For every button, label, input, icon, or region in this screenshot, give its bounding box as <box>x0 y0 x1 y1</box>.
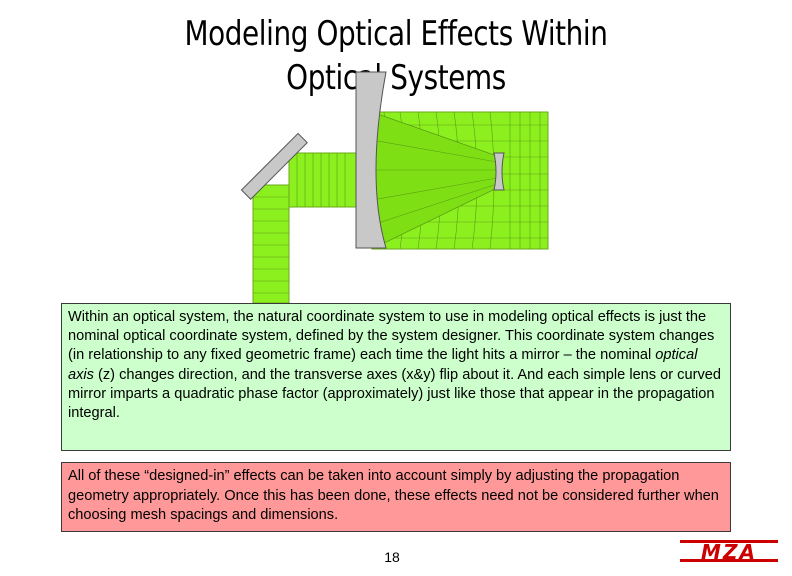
explanation-text-start: Within an optical system, the natural co… <box>68 309 715 364</box>
mza-logo-text: MZA <box>701 540 757 564</box>
explanation-box: Within an optical system, the natural co… <box>61 303 731 451</box>
summary-box: All of these “designed-in” effects can b… <box>61 462 731 532</box>
beam-converging-lines <box>371 139 498 226</box>
optical-axis-term: optical axis <box>68 347 698 383</box>
slide-title: Modeling Optical Effects Within Optical … <box>184 14 608 98</box>
beam-vertical-gridlines <box>253 196 289 294</box>
fold-mirror <box>240 132 308 200</box>
small-lens <box>493 152 505 191</box>
explanation-text-end: (z) changes direction, and the transvers… <box>68 366 721 422</box>
beam-horizontal-gridlines <box>296 153 346 207</box>
curved-mirror <box>355 71 387 249</box>
beam-vertical <box>252 184 290 304</box>
page-number: 18 <box>384 549 400 565</box>
mza-logo: MZA <box>680 540 778 564</box>
